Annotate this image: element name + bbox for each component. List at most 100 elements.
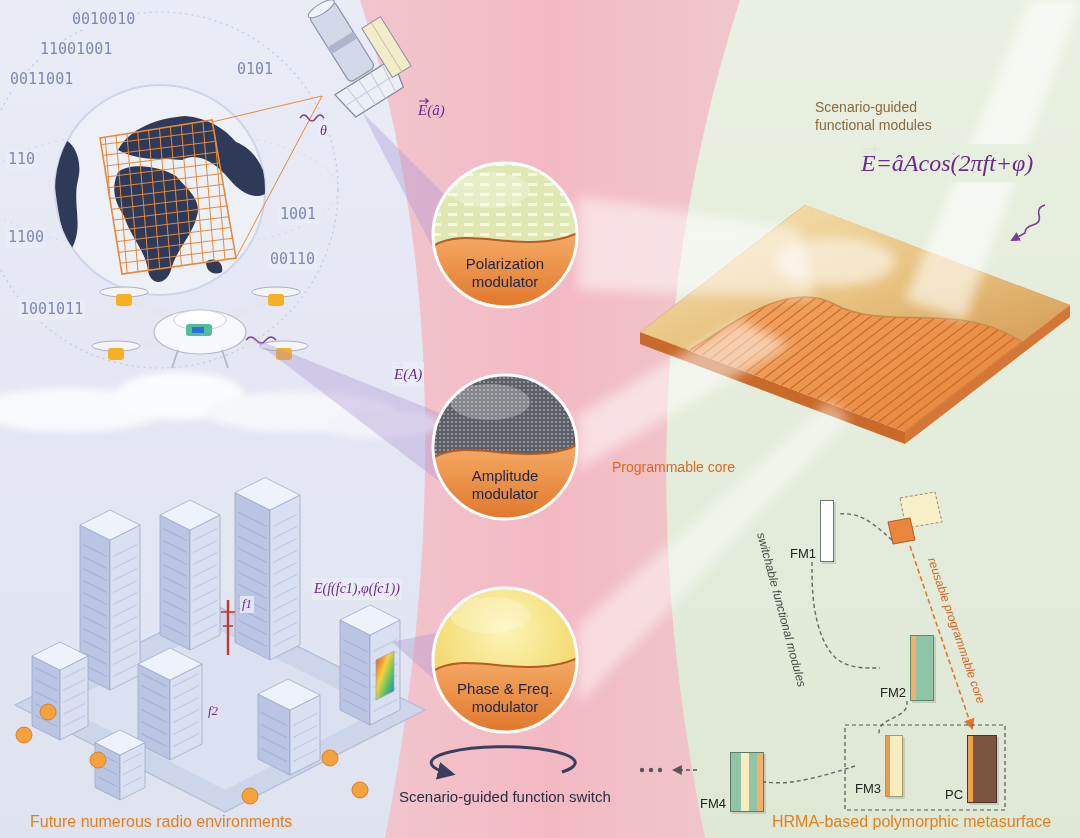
building <box>32 642 88 740</box>
coverage-grid <box>90 104 250 289</box>
building <box>141 722 167 735</box>
module-name: FM4 <box>700 796 726 812</box>
binary-watermark: 0011001 <box>8 70 75 90</box>
drone <box>172 350 178 368</box>
dashed-connector <box>764 766 855 783</box>
building <box>238 548 267 563</box>
building <box>83 581 107 593</box>
building <box>343 688 367 700</box>
building <box>293 750 317 762</box>
dashed-path <box>910 546 972 728</box>
building <box>238 524 267 539</box>
building <box>113 629 137 641</box>
light-beam <box>905 0 1080 320</box>
circle-shape <box>430 160 580 310</box>
building <box>238 512 267 527</box>
building <box>238 596 267 611</box>
building <box>83 545 107 557</box>
building <box>35 692 57 703</box>
circle-shape <box>450 597 530 633</box>
building <box>322 750 338 766</box>
coverage-grid <box>90 115 250 135</box>
building <box>173 698 199 711</box>
text-holder: Polarization modulator <box>449 255 561 291</box>
incident-wave <box>1012 205 1045 240</box>
binary-watermark: 1001 <box>278 205 318 225</box>
vector-arrow <box>313 578 322 583</box>
building <box>160 515 190 650</box>
building <box>258 679 320 710</box>
building <box>373 640 397 652</box>
modulator-circle: Phase & Freq. modulator <box>430 585 580 735</box>
building <box>340 605 400 725</box>
module-name: FM3 <box>855 781 881 797</box>
drone <box>154 310 246 354</box>
building <box>343 700 367 712</box>
wave-formula: E=âAcos(2πft+φ) <box>858 144 1036 182</box>
building <box>340 605 400 635</box>
coverage-grid <box>90 104 250 124</box>
satellite <box>290 0 419 120</box>
building <box>32 642 88 670</box>
building <box>258 679 320 775</box>
satellite-link <box>212 96 322 122</box>
building <box>163 589 187 601</box>
module-name: FM1 <box>790 546 816 562</box>
building <box>83 569 107 581</box>
building <box>242 788 258 804</box>
coverage-grid <box>90 247 250 267</box>
data-sphere <box>0 12 338 368</box>
binary-watermark: 0010010 <box>70 10 137 30</box>
signal-cone <box>248 112 448 692</box>
programmable-core <box>888 518 915 544</box>
circle-shape <box>433 588 577 732</box>
building <box>63 668 85 679</box>
text-holder: PC <box>945 787 963 803</box>
building <box>113 545 137 557</box>
circle-shape <box>450 384 530 420</box>
building <box>193 625 217 637</box>
circle-shape <box>430 585 580 735</box>
building <box>273 623 297 635</box>
building <box>261 713 287 726</box>
satellite <box>345 73 398 106</box>
building <box>273 551 297 563</box>
dashed-connector <box>879 701 907 735</box>
signal-cone <box>362 112 448 262</box>
building <box>113 569 137 581</box>
building <box>238 572 267 587</box>
circle-shape <box>430 160 580 310</box>
binary-watermark: 110 <box>6 150 37 170</box>
building <box>293 738 317 750</box>
building <box>235 478 300 661</box>
building <box>273 611 297 623</box>
continuation-dots <box>674 769 697 770</box>
coverage-grid <box>90 137 250 157</box>
module-box: FM3 <box>855 735 903 797</box>
frequency-symbol: f2 <box>206 703 220 720</box>
building <box>110 525 140 690</box>
building <box>141 686 167 699</box>
building <box>261 737 287 750</box>
light-beam <box>578 400 850 705</box>
satellite <box>328 31 358 54</box>
circle-shape <box>430 657 580 735</box>
building <box>340 620 370 725</box>
building <box>35 680 57 691</box>
circle-shape <box>430 372 580 522</box>
building <box>173 674 199 687</box>
text-holder: FM4 <box>700 796 726 812</box>
building <box>95 730 145 755</box>
process-label: Scenario-guided function switch <box>399 787 611 807</box>
building <box>173 722 199 735</box>
light-beam <box>578 196 815 298</box>
wave-signal <box>300 115 324 121</box>
module-box: FM2 <box>880 635 934 701</box>
building <box>163 601 187 613</box>
building <box>123 765 142 775</box>
building <box>235 493 270 661</box>
light-beam <box>578 320 790 470</box>
binary-watermark: 1100 <box>6 228 46 248</box>
group-bracket <box>845 725 1005 810</box>
